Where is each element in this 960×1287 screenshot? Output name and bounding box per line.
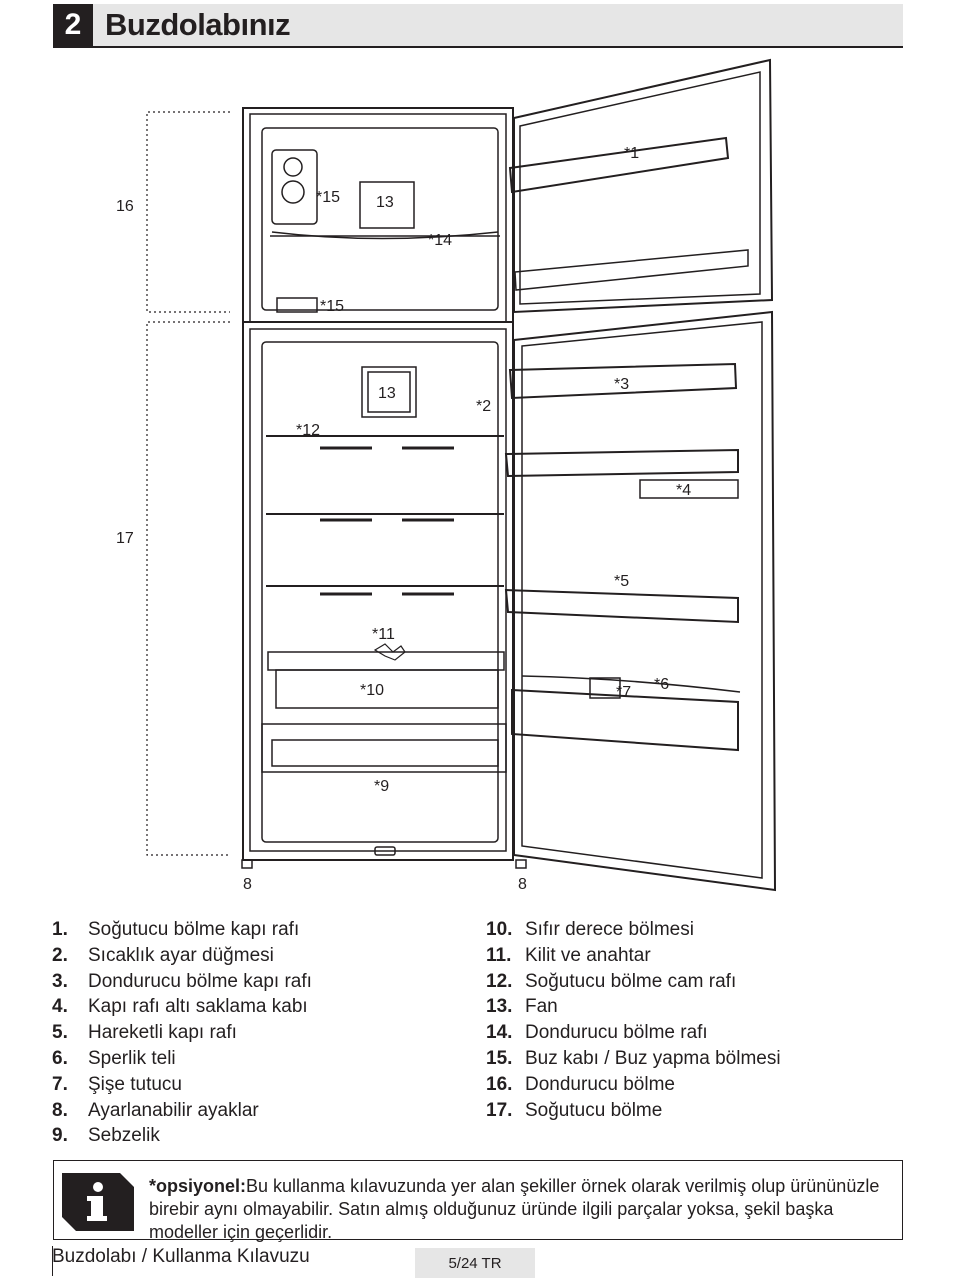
lock-drawing <box>373 643 406 661</box>
label-13-fridge: 13 <box>378 385 396 402</box>
section-header: 2 Buzdolabınız <box>53 4 903 48</box>
legend-item: 17.Soğutucu bölme <box>486 1099 663 1121</box>
legend-item: 2.Sıcaklık ayar düğmesi <box>52 944 274 966</box>
legend-item: 5.Hareketli kapı rafı <box>52 1022 237 1044</box>
label-6: *6 <box>654 676 670 693</box>
legend-left: 1.Soğutucu bölme kapı rafı 2.Sıcaklık ay… <box>52 917 312 1149</box>
label-5: *5 <box>614 573 630 590</box>
note-body: Bu kullanma kılavuzunda yer alan şekille… <box>149 1176 880 1242</box>
note-box: *opsiyonel:Bu kullanma kılavuzunda yer a… <box>53 1160 903 1242</box>
fridge-bracket <box>146 321 230 856</box>
freezer-door <box>508 58 774 314</box>
label-9: *9 <box>374 778 390 795</box>
label-4: *4 <box>676 482 692 499</box>
legend-item: 6.Sperlik teli <box>52 1047 176 1069</box>
legend-right: 10.Sıfır derece bölmesi 11.Kilit ve anah… <box>486 917 781 1123</box>
freezer-bracket <box>146 111 230 313</box>
label-13-freezer: 13 <box>376 194 394 211</box>
fridge-door <box>504 310 777 892</box>
legend-item: 10.Sıfır derece bölmesi <box>486 919 694 940</box>
legend-item: 11.Kilit ve anahtar <box>486 944 651 966</box>
label-8-left: 8 <box>243 876 252 893</box>
label-12: *12 <box>296 422 321 439</box>
cabinet <box>241 107 527 869</box>
legend-item: 7.Şişe tutucu <box>52 1073 182 1095</box>
footer-page-number: 5/24 TR <box>415 1248 535 1278</box>
refrigerator-drawing <box>146 58 777 892</box>
label-2: *2 <box>476 398 492 415</box>
label-3: *3 <box>614 376 630 393</box>
legend-item: 15.Buz kabı / Buz yapma bölmesi <box>486 1047 781 1069</box>
section-title: Buzdolabınız <box>105 7 291 42</box>
info-icon <box>54 1161 142 1239</box>
label-15-top: *15 <box>316 189 341 206</box>
footer-divider <box>52 1246 53 1276</box>
legend-item: 14.Dondurucu bölme rafı <box>486 1022 708 1044</box>
note-bold: *opsiyonel: <box>149 1176 247 1196</box>
legend-item: 12.Soğutucu bölme cam rafı <box>486 970 737 992</box>
legend-item: 1.Soğutucu bölme kapı rafı <box>52 919 300 940</box>
legend-item: 4.Kapı rafı altı saklama kabı <box>52 996 308 1018</box>
label-7: *7 <box>616 684 632 701</box>
label-10: *10 <box>360 682 385 699</box>
note-text: *opsiyonel:Bu kullanma kılavuzunda yer a… <box>149 1175 899 1244</box>
refrigerator-diagram: *1 *2 *3 *4 *5 *6 *7 8 8 *9 *10 *11 *12 … <box>0 50 960 910</box>
legend-item: 8.Ayarlanabilir ayaklar <box>52 1099 259 1121</box>
legend-item: 16.Dondurucu bölme <box>486 1073 675 1095</box>
label-15-bottom: *15 <box>320 298 345 315</box>
legend-item: 3.Dondurucu bölme kapı rafı <box>52 970 312 992</box>
footer-manual-title: Buzdolabı / Kullanma Kılavuzu <box>52 1246 310 1267</box>
label-1: *1 <box>624 145 640 162</box>
section-number: 2 <box>53 4 93 46</box>
legend-item: 13.Fan <box>486 996 558 1018</box>
label-11: *11 <box>372 626 395 643</box>
label-8-right: 8 <box>518 876 527 893</box>
legend-item: 9.Sebzelik <box>52 1125 160 1147</box>
label-14: *14 <box>428 232 453 249</box>
label-16: 16 <box>116 198 134 215</box>
label-17: 17 <box>116 530 134 547</box>
